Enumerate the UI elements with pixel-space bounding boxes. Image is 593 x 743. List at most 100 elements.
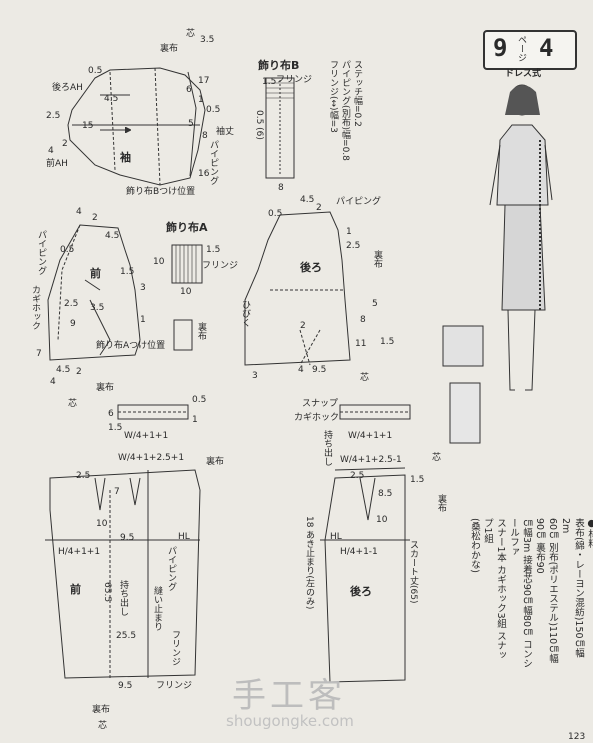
materials-line-2: 60㎝ 別布(ポリエステル)110㎝幅90㎝ 裏布90 bbox=[534, 518, 558, 664]
skirt-front-h: H/4+1+1 bbox=[58, 547, 101, 557]
watermark-logo: 手工客 bbox=[232, 676, 346, 716]
sleeve-d15: 15 bbox=[82, 121, 94, 131]
decorA-pattern bbox=[171, 244, 203, 351]
sleeve-sodetake: 袖丈 bbox=[216, 127, 235, 137]
skirt-front-fringe-b: フリンジ bbox=[156, 681, 193, 691]
sleeve-urafu: 裏布 bbox=[160, 44, 179, 54]
badge-right-number: 4 bbox=[539, 34, 554, 62]
sleeve-mae-ah: 前AH bbox=[46, 159, 68, 169]
front-d2: 2 bbox=[92, 213, 98, 223]
back-d11: 11 bbox=[355, 339, 367, 349]
back-bodice-pattern bbox=[244, 211, 351, 366]
decorB-d15: 1.5 bbox=[262, 77, 277, 87]
back-d45: 4.5 bbox=[300, 195, 315, 205]
sleeve-ushiro-ah: 後ろAH bbox=[52, 83, 83, 93]
skirt-front-pattern bbox=[45, 469, 201, 679]
front-d45: 4.5 bbox=[105, 231, 120, 241]
back-d2b: 2 bbox=[300, 321, 306, 331]
decorB-piping: パイピング(別布)幅=0.8 bbox=[340, 60, 350, 161]
skirt-back-d15: 1.5 bbox=[410, 475, 425, 485]
sleeve-pattern bbox=[67, 67, 206, 186]
skirt-front-d95: 9.5 bbox=[120, 533, 135, 543]
skirt-front-d655: 65.5 bbox=[102, 582, 112, 603]
skirt-back-urafu: 裏布 bbox=[436, 494, 446, 512]
skirt-back-kin: 芯 bbox=[432, 453, 442, 463]
materials-line-4: スナー1本 カギホック3組 スナップ1組 bbox=[482, 518, 506, 660]
back-label: 後ろ bbox=[300, 261, 322, 274]
sleeve-d2: 2 bbox=[62, 139, 68, 149]
decorA-fringe: フリンジ bbox=[202, 261, 239, 271]
back-d3: 3 bbox=[252, 371, 258, 381]
skirt-back-hl: HL bbox=[330, 532, 342, 542]
front-piping: パイピング bbox=[36, 230, 46, 275]
skirt-front-kin: 芯 bbox=[98, 721, 108, 731]
front-urafu: 裏布 bbox=[96, 383, 115, 393]
sleeve-d05: 0.5 bbox=[88, 66, 103, 76]
skirt-front-mochidashi: 持ち出し bbox=[118, 580, 128, 616]
front-d4b: 4 bbox=[50, 377, 56, 387]
belt-pattern bbox=[117, 404, 411, 420]
sleeve-decorB-pos: 飾り布Bつけ位置 bbox=[126, 187, 196, 197]
sleeve-piping: パイピング bbox=[208, 140, 218, 185]
front-d15: 1.5 bbox=[120, 267, 135, 277]
front-kagihock: カギホック bbox=[30, 285, 40, 330]
decorA-d10: 10 bbox=[153, 257, 165, 267]
sleeve-d25: 2.5 bbox=[46, 111, 61, 121]
back-d15: 1.5 bbox=[380, 337, 395, 347]
skirt-back-d85: 8.5 bbox=[378, 489, 393, 499]
back-d5: 5 bbox=[372, 299, 378, 309]
materials-title: ●材料 bbox=[586, 518, 593, 548]
sleeve-d1: 1 bbox=[198, 95, 204, 105]
decorB-d8: 8 bbox=[278, 183, 284, 193]
front-d25: 2.5 bbox=[64, 299, 79, 309]
skirt-front-fringe: フリンジ bbox=[170, 630, 180, 666]
back-urafu: 裏布 bbox=[372, 250, 382, 268]
belt-d6: 6 bbox=[108, 409, 114, 419]
front-d7: 7 bbox=[36, 349, 42, 359]
sleeve-d35: 3.5 bbox=[200, 35, 215, 45]
back-d1: 1 bbox=[346, 227, 352, 237]
front-d05: 0.5 bbox=[60, 245, 75, 255]
decorA-d15: 1.5 bbox=[206, 245, 221, 255]
back-hibi: ひびく bbox=[240, 300, 250, 327]
decorB-pattern bbox=[265, 77, 295, 179]
skirt-back-pattern bbox=[320, 467, 410, 683]
badge-subtitle: ドレス式 bbox=[505, 69, 542, 79]
front-bodice-pattern bbox=[47, 224, 141, 361]
sleeve-d8: 8 bbox=[202, 131, 208, 141]
badge-left-number: 9 bbox=[493, 34, 508, 62]
front-d2b: 2 bbox=[76, 367, 82, 377]
decorB-stitch: ステッチ幅=0.2 bbox=[352, 60, 362, 127]
front-d3: 3 bbox=[140, 283, 146, 293]
sleeve-d6: 6 bbox=[186, 85, 192, 95]
back-kin: 芯 bbox=[360, 373, 370, 383]
decorA-urafu: 裏布 bbox=[196, 322, 206, 340]
skirt-front-urafu: 裏布 bbox=[206, 457, 225, 467]
belt-d05: 0.5 bbox=[192, 395, 207, 405]
page-number: 123 bbox=[568, 732, 586, 742]
back-d8: 8 bbox=[360, 315, 366, 325]
skirt-front-urafu-b: 裏布 bbox=[92, 705, 111, 715]
skirt-front-d95b: 9.5 bbox=[118, 681, 133, 691]
decorA-d10b: 10 bbox=[180, 287, 192, 297]
sleeve-d45: 4.5 bbox=[104, 94, 119, 104]
skirt-front-nuidome: 縫い止まり bbox=[152, 586, 162, 631]
skirt-front-d7: 7 bbox=[114, 487, 120, 497]
materials-list: ●材料 表布(綿・レーヨン混紡)150㎝幅2m 60㎝ 別布(ポリエステル)11… bbox=[468, 518, 593, 668]
skirt-back-w: W/4+1+2.5-1 bbox=[340, 455, 402, 465]
skirt-back-akidome: 18 あき止まり(左のみ) bbox=[304, 516, 314, 610]
skirt-front-d255: 25.5 bbox=[116, 631, 137, 641]
skirt-back-label: 後ろ bbox=[350, 585, 372, 598]
belt-mochidashi: 持ち出し bbox=[322, 430, 332, 466]
back-piping: パイピング bbox=[336, 197, 382, 207]
belt-kagihock: カギホック bbox=[294, 413, 340, 423]
back-d4: 4 bbox=[298, 365, 304, 375]
front-d1: 1 bbox=[140, 315, 146, 325]
skirt-front-hl: HL bbox=[178, 532, 190, 542]
back-d25: 2.5 bbox=[346, 241, 361, 251]
materials-line-5: (桑松わかな) bbox=[469, 518, 480, 573]
skirt-back-d10: 10 bbox=[376, 515, 388, 525]
decorA-title: 飾り布A bbox=[166, 221, 208, 234]
front-d45b: 4.5 bbox=[56, 365, 71, 375]
